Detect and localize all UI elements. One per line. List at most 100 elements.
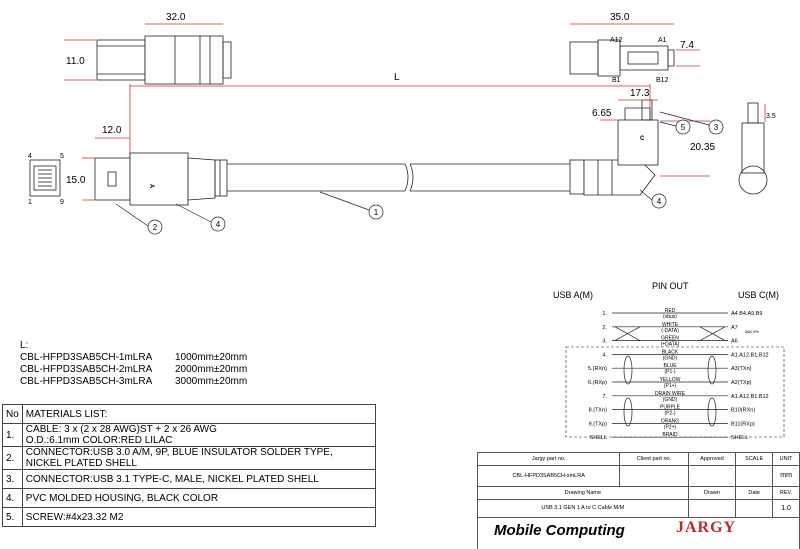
pinout-wire-name: (-DATA): [661, 328, 679, 334]
cable-length-L: L: [394, 72, 400, 83]
usb-a-side-view: [96, 35, 232, 85]
dim-c-side-width: 17.3: [630, 88, 650, 99]
pinout-wire-name: (+DATA): [661, 342, 680, 348]
pin-label-4: 4: [28, 153, 32, 160]
materials-header: MATERIALS LIST:: [21, 404, 377, 424]
title-block: Jargy part no. Client part no. Approved …: [476, 452, 800, 549]
tb-rev: 1.0: [772, 498, 800, 518]
pinout-row: 5.(RXn)A3(TXn)BLUE(P1-): [588, 363, 752, 375]
materials-header-no: No: [2, 404, 23, 424]
tb-jargy-part-label: Jargy part no.: [476, 452, 621, 466]
pinout-row: 1. A4.B4.A9.B9 RED(vbus): [602, 308, 762, 320]
pinout-left-pin: 1.: [602, 311, 607, 317]
c-pin-a12: A12: [610, 37, 623, 44]
pinout-left-pin: 7.: [602, 394, 607, 400]
pinout-left-pin: 6.(RXp): [588, 380, 607, 386]
pinout-right-pin: B11(RXp): [731, 421, 755, 427]
pinout-right-head: USB C(M): [738, 290, 779, 300]
pinout-right-pin: SHELL: [731, 435, 748, 441]
plug-c-label: C: [640, 136, 645, 142]
material-row: CONNECTOR:USB 3.0 A/M, 9P, BLUE INSULATO…: [21, 446, 377, 470]
pinout-left-pin: 9.(TXp): [589, 421, 608, 427]
usb-c-top-view: [569, 39, 675, 77]
tb-drawing-name: USB 3.1 GEN 1 A to C Cable M/M: [477, 498, 689, 518]
dim-c-length: 35.0: [610, 12, 630, 23]
tb-approved-label: Approved: [687, 452, 737, 466]
pinout-left-pin: 4.: [602, 352, 607, 358]
material-no: 5.: [2, 507, 23, 527]
callout-4a: 4: [216, 220, 221, 229]
dim-plug-a-height: 15.0: [66, 175, 86, 186]
pinout-resistor: 56K,5%: [745, 329, 759, 334]
tb-scale: [735, 464, 774, 488]
pinout-row: 9.(TXp)B11(RXp)ORANG(P2+): [589, 418, 755, 430]
pinout-right-pin: A4.B4.A9.B9: [731, 311, 763, 317]
pinout-wire-name: BLACK: [662, 349, 679, 355]
tb-date: [735, 498, 774, 518]
c-pin-b1: B1: [612, 77, 621, 84]
pinout-row: 2. A7 WHITE(-DATA): [602, 322, 737, 334]
dim-c-gap: 6.65: [592, 108, 612, 119]
tb-part-no: CBL-HFPD3SAB5CH-xmLRA: [476, 464, 621, 488]
usb-c-side-view: [569, 99, 659, 196]
callout-4b: 4: [657, 197, 662, 206]
pinout-wire-name: (P2-): [664, 411, 675, 417]
pinout-right-pin: A6: [731, 339, 738, 345]
dim-a-height: 11.0: [66, 56, 85, 67]
pinout-title: PIN OUT: [652, 281, 689, 291]
pinout-wire-name: (P1+): [664, 383, 677, 389]
tb-drawn: [687, 498, 737, 518]
material-row: SCREW:#4x23.32 M2: [21, 507, 377, 527]
tb-scale-label: SCALE: [735, 452, 774, 466]
pinout-row: 8.(TXn)B10(RXn)PURPLE(P2-): [589, 405, 756, 417]
pinout-left-head: USB A(M): [553, 290, 593, 300]
pin-label-9: 9: [60, 199, 64, 206]
material-no: 3.: [2, 469, 23, 489]
pinout-wire-name: (vbus): [663, 314, 677, 320]
pinout-wire-name: BRAID: [662, 432, 678, 438]
pinout-right-pin: A2(TXp): [731, 380, 752, 386]
twisted-pair-marks: [565, 326, 785, 438]
callout-2: 2: [153, 223, 158, 232]
usb-a-front-view: [29, 159, 61, 197]
dim-c-thick: 3.5: [766, 113, 776, 120]
callout-1: 1: [374, 208, 379, 217]
jargy-logo: JARGY: [676, 519, 737, 536]
plug-a-label: A: [148, 184, 154, 189]
tb-client-part-label: Client part no.: [619, 452, 689, 466]
pinout-left-pin: 3.: [602, 339, 607, 345]
tb-drawing-name-label: Drawing Name: [477, 486, 689, 500]
callout-5: 5: [681, 123, 686, 132]
dim-a-length: 32.0: [166, 12, 186, 23]
length-heading: L:: [20, 340, 29, 351]
tb-approved: [687, 464, 737, 488]
dim-plug-a-width: 12.0: [102, 125, 122, 136]
pinout-left-pin: 8.(TXn): [589, 408, 608, 414]
pinout-right-pin: B10(RXn): [731, 408, 755, 414]
pin-label-1: 1: [28, 199, 32, 206]
pinout-left-pin: 5.(RXn): [588, 366, 607, 372]
pinout-row: 6.(RXp)A2(TXp)YELLOW(P1+): [588, 377, 752, 389]
pinout-wire-name: (GND): [663, 355, 678, 361]
pinout-wire-name: RED: [665, 308, 676, 314]
pinout-left-pin: 2.: [602, 325, 607, 331]
pinout-wire-name: (P1-): [664, 369, 675, 375]
tb-client-part: [619, 464, 689, 488]
dim-c-body: 20.35: [690, 142, 715, 153]
tb-unit: mm: [772, 464, 800, 488]
pinout-wire-name: BLUE: [663, 363, 677, 369]
material-no: 2.: [2, 446, 23, 470]
pinout-right-pin: A7: [731, 325, 738, 331]
pinout-wire-name: (GND): [663, 397, 678, 403]
pinout-left-pin: SHELL: [590, 435, 607, 441]
pinout-wire-name: WHITE: [662, 322, 679, 328]
